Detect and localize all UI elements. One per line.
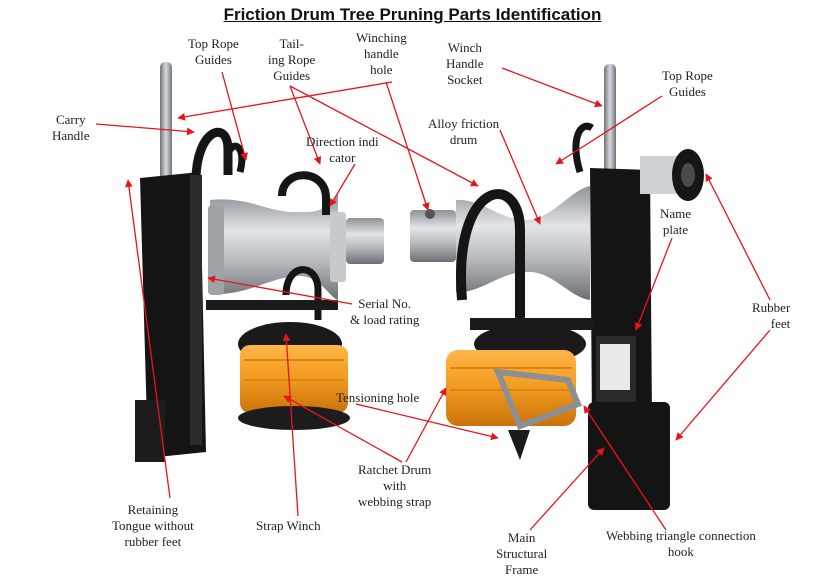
arrow-ratchet-drum-right [405,387,447,463]
left-side-frame [140,172,206,458]
arrow-direction-indicator [329,163,356,207]
label-webbing-triangle-hook: Webbing triangle connection hook [606,528,756,559]
right-shaft-socket [410,210,456,262]
arrow-webbing-triangle-hook [583,405,667,531]
winch-handle-rod-right [604,64,616,174]
winch-handle-rod-left [160,62,172,182]
arrow-top-rope-guides-right [555,95,663,165]
arrow-tailing-rope-guides-1 [289,85,322,165]
left-shaft-stub [346,218,384,264]
label-carry-handle: Carry Handle [52,112,90,143]
arrow-carry-handle [95,123,195,136]
arrow-tailing-rope-guides-2 [289,85,479,187]
arrow-main-structural-frame [529,447,605,531]
arrow-rubber-feet-bottom [675,329,771,441]
label-top-rope-guides-right: Top Rope Guides [662,68,713,99]
arrow-winching-handle-hole [385,81,430,211]
label-top-rope-guides-left: Top Rope Guides [188,36,239,67]
label-alloy-friction-drum: Alloy friction drum [428,116,500,147]
label-strap-winch: Strap Winch [256,518,321,533]
label-tailing-rope-guides: Tail- ing Rope Guides [268,36,316,83]
label-ratchet-drum: Ratchet Drum with webbing strap [358,462,432,509]
arrow-ratchet-drum-left [283,395,403,463]
label-winch-handle-socket: Winch Handle Socket [446,40,484,87]
carry-handle-left [191,127,233,181]
arrow-serial-no [207,275,353,305]
label-winching-handle-hole: Winching handle hole [356,30,407,77]
arrow-name-plate [634,237,673,331]
label-main-structural-frame: Main Structural Frame [496,530,548,577]
left-winch-unit [135,62,384,462]
label-retaining-tongue: Retaining Tongue without rubber feet [112,502,194,549]
arrow-winch-handle-socket [501,67,603,108]
webbing-triangle-hook-graphic [493,368,582,430]
arrow-top-rope-guides-left [221,71,248,161]
label-tensioning-hole: Tensioning hole [336,390,420,405]
label-rubber-feet: Rubber feet [752,300,791,331]
arrow-carry-handle-long [177,81,393,121]
callout-arrows [95,67,771,531]
label-serial-no: Serial No. & load rating [350,296,420,327]
arrow-tensioning-hole [355,403,499,441]
arrow-rubber-feet-top [705,173,771,301]
arrow-alloy-friction-drum [499,129,541,225]
right-name-plate-graphic [600,344,630,390]
arrow-strap-winch [282,333,299,517]
arrow-retaining-tongue [125,179,171,499]
right-rubber-foot-block [588,402,670,510]
diagram-title: Friction Drum Tree Pruning Parts Identif… [223,5,602,24]
label-direction-indicator: Direction indi cator [306,134,379,165]
label-name-plate: Name plate [660,206,692,237]
right-winch-unit [410,64,704,510]
